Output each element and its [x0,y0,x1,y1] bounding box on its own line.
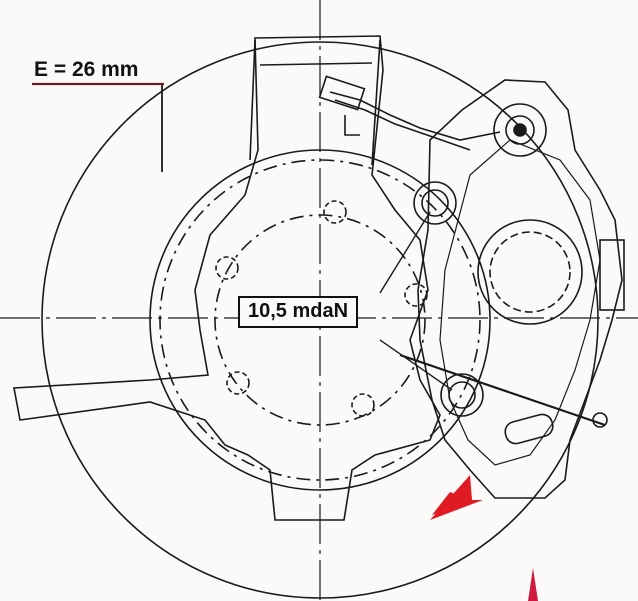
bolt-torque-label: 10,5 mdaN [238,296,359,328]
leader-line-upper [379,211,431,294]
bleed-screw-inner [505,115,535,145]
hub-bolt-hole [226,371,250,395]
hub-bolt-hole [351,393,375,417]
hub-bolt-hole [215,256,239,280]
disc-thickness-label: E = 26 mm [34,58,139,81]
hub-bolt-hole [404,283,428,307]
brake-pad-edge [599,239,625,311]
red-pointer-arrow-icon [430,475,483,520]
sensor-wire [329,91,501,141]
hub-bolt-hole [323,200,347,224]
sensor-wire-2 [334,99,471,151]
caliper-inner-outline [439,139,601,466]
bolt-circle [159,159,481,481]
red-mark-small [528,568,538,601]
piston-inner [489,231,571,313]
upper-caliper-bolt-inner [421,189,449,217]
lower-caliper-bolt [440,373,484,417]
upper-caliper-bolt [413,181,457,225]
bleed-screw-center [513,123,527,137]
piston-housing [477,219,583,325]
pin-end [592,412,608,428]
caliper-slot [504,413,554,445]
strut-inner-line [259,62,373,66]
leader-line-lower [379,339,453,391]
strut-line-1 [249,39,256,161]
strut-line-2 [371,39,381,166]
sensor-clip [344,115,360,136]
caliper-bracket [417,79,623,499]
pad-retainer-pin [399,353,606,427]
lower-caliper-bolt-inner [448,381,476,409]
bleed-screw-outer [493,103,547,157]
sensor-connector [318,75,366,111]
